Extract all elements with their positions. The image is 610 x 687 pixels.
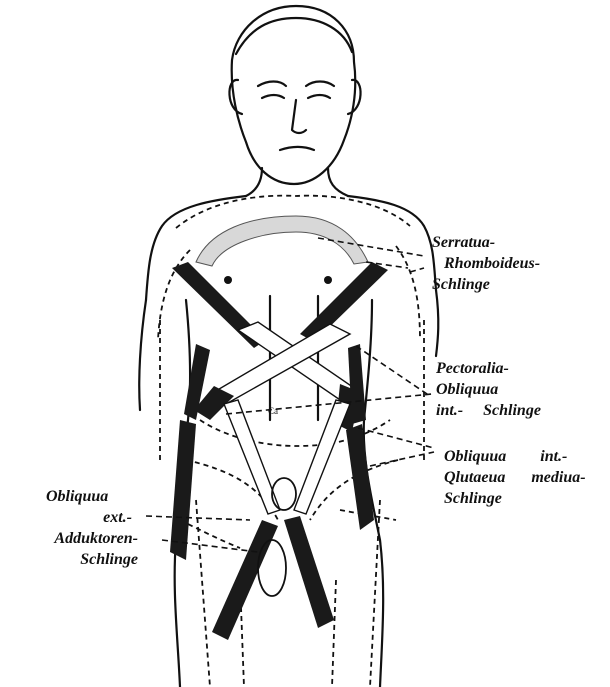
neck-right [328,168,348,196]
leader-serratus-3 [410,268,424,272]
label-serratus-rhomboideus: Serratua- Rhomboideus- Schlinge [432,232,540,295]
obliquus-glutaeus-left-band [170,420,196,560]
label-line: int.- Schlinge [436,400,541,421]
adduktoren-sling-right-leg [284,516,334,628]
label-line: Rhomboideus- [432,253,540,274]
label-word: int.- [540,448,567,465]
left-eye [262,95,284,98]
left-ear [229,80,242,114]
mouth [280,147,314,150]
label-line: Obliquua [436,379,541,400]
label-word: Qlutaeua [444,469,505,486]
hair-line [236,18,352,54]
label-line: Obliquua [20,486,138,507]
right-arm [436,290,438,356]
label-line: Pectoralia- [436,358,541,379]
serratus-rhomboideus-area [196,216,368,266]
label-word: Schlinge [483,402,541,419]
label-line: Serratua- [432,232,540,253]
label-word: int.- [436,402,463,419]
obliquus-glutaeus-right-band [346,424,374,530]
label-line: Schlinge [432,274,540,295]
label-line: Schlinge [20,549,138,570]
label-word: mediua- [531,469,585,486]
left-arm [139,300,146,410]
leader-pectoralis-2 [226,394,432,414]
label-line: Adduktoren- [20,528,138,549]
label-pectoralis-obliquus: Pectoralia- Obliquua int.- Schlinge [436,358,541,421]
nose [292,100,306,133]
adduktoren-sling-left-leg [212,520,278,640]
neck-left [246,168,262,196]
right-eye [308,95,330,98]
label-line: Schlinge [444,488,586,509]
label-line: Qlutaeua mediua- [444,467,586,488]
label-line: ext.- [20,507,138,528]
label-line: Obliquua int.- [444,446,586,467]
label-obliquus-glutaeus: Obliquua int.- Qlutaeua mediua- Schlinge [444,446,586,509]
pectoralis-sling-right-band [300,262,388,342]
left-brow [258,82,286,87]
label-word: Obliquua [444,448,506,465]
leader-glutaeus-1 [358,428,434,448]
head-outline [232,6,356,184]
svg-text:Ca: Ca [268,406,278,416]
right-brow [306,82,334,87]
label-obliquus-adduktoren: Obliquua ext.- Adduktoren- Schlinge [20,486,138,570]
